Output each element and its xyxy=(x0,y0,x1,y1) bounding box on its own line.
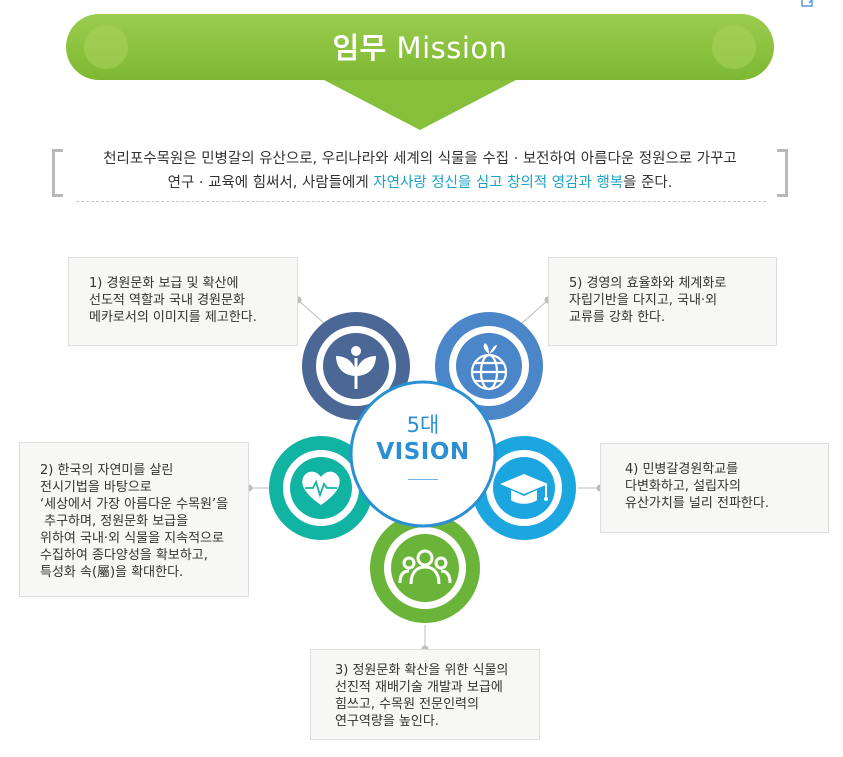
statement-line-2: 연구 · 교육에 힘써서, 사람들에게 자연사랑 정신을 심고 창의적 영감과 … xyxy=(68,171,772,195)
banner-shape xyxy=(66,14,774,130)
dashed-divider xyxy=(76,201,766,202)
mission-statement-text: 천리포수목원은 민병갈의 유산으로, 우리나라와 세계의 식물을 수집 · 보전… xyxy=(68,147,772,195)
vision-2-line: ‘세상에서 가장 아름다운 수목원’을 xyxy=(40,497,229,512)
vision-2-line: 위하여 국내·외 식물을 지속적으로 xyxy=(40,531,224,546)
mission-title: 임무 Mission xyxy=(66,28,774,68)
mission-statement: 천리포수목원은 민병갈의 유산으로, 우리나라와 세계의 식물을 수집 · 보전… xyxy=(52,145,788,197)
vision-4-line: 다변화하고, 설립자의 xyxy=(625,479,741,494)
statement-line-2-pre: 연구 · 교육에 힘써서, 사람들에게 xyxy=(167,175,374,191)
vision-3-line: 연구역량을 높인다. xyxy=(335,714,439,729)
external-link-icon xyxy=(801,0,814,7)
vision-box-4: 4) 민병갈경원학교를 다변화하고, 설립자의 유산가치를 널리 전파한다. xyxy=(600,443,829,533)
vision-center-circle xyxy=(349,380,497,528)
vision-box-2: 2) 한국의 자연미를 살린 전시기법을 바탕으로 ‘세상에서 가장 아름다운 … xyxy=(19,442,249,597)
vision-5-line: 자립기반을 다지고, 국내·외 xyxy=(569,293,718,308)
vision-2-line: 전시기법을 바탕으로 xyxy=(40,480,152,495)
people-icon xyxy=(398,549,452,585)
vision-3-line: 3) 정원문화 확산을 위한 식물의 xyxy=(335,663,509,678)
vision-4-line: 유산가치를 널리 전파한다. xyxy=(625,496,769,511)
vision-1-line: 1) 경원문화 보급 및 확산에 xyxy=(89,276,239,291)
vision-center-underline xyxy=(408,479,438,480)
vision-3-line: 힘쓰고, 수목원 전문인력의 xyxy=(335,697,479,712)
vision-2-line: 특성화 속(屬)을 확대한다. xyxy=(40,565,184,580)
vision-2-line: 수집하여 종다양성을 확보하고, xyxy=(40,548,208,563)
vision-3-line: 선진적 재배기술 개발과 보급에 xyxy=(335,680,503,695)
graduation-cap-icon xyxy=(500,474,548,504)
heart-pulse-icon xyxy=(302,471,340,505)
vision-5-line: 교류를 강화 한다. xyxy=(569,310,666,325)
statement-highlight: 자연사랑 정신을 심고 창의적 영감과 행복 xyxy=(373,175,624,191)
vision-box-1: 1) 경원문화 보급 및 확산에 선도적 역할과 국내 경원문화 메카로서의 이… xyxy=(68,257,298,346)
mission-banner: 임무 Mission xyxy=(66,14,774,130)
vision-center-label: 5대 VISION xyxy=(355,412,491,466)
vision-center-title: VISION xyxy=(376,439,470,465)
bracket-left xyxy=(52,149,63,197)
globe-icon xyxy=(470,343,508,391)
statement-line-1: 천리포수목원은 민병갈의 유산으로, 우리나라와 세계의 식물을 수집 · 보전… xyxy=(103,151,737,167)
vision-center-number: 5대 xyxy=(406,413,440,437)
vision-1-line: 선도적 역할과 국내 경원문화 xyxy=(89,293,245,308)
vision-1-line: 메카로서의 이미지를 제고한다. xyxy=(89,310,257,325)
vision-box-5: 5) 경영의 효율화와 체계화로 자립기반을 다지고, 국내·외 교류를 강화 … xyxy=(548,257,777,346)
vision-4-line: 4) 민병갈경원학교를 xyxy=(625,462,739,477)
mission-title-rest: Mission xyxy=(396,31,508,65)
vision-5-line: 5) 경영의 효율화와 체계화로 xyxy=(569,276,727,291)
statement-line-2-post: 을 준다. xyxy=(623,175,673,191)
bracket-right xyxy=(777,149,788,197)
vision-box-3: 3) 정원문화 확산을 위한 식물의 선진적 재배기술 개발과 보급에 힘쓰고,… xyxy=(310,649,540,740)
sprout-icon xyxy=(336,346,376,389)
vision-2-line: 2) 한국의 자연미를 살린 xyxy=(40,463,174,478)
vision-2-line: 추구하며, 정원문화 보급을 xyxy=(40,514,189,529)
mission-title-bold: 임무 xyxy=(332,31,387,65)
